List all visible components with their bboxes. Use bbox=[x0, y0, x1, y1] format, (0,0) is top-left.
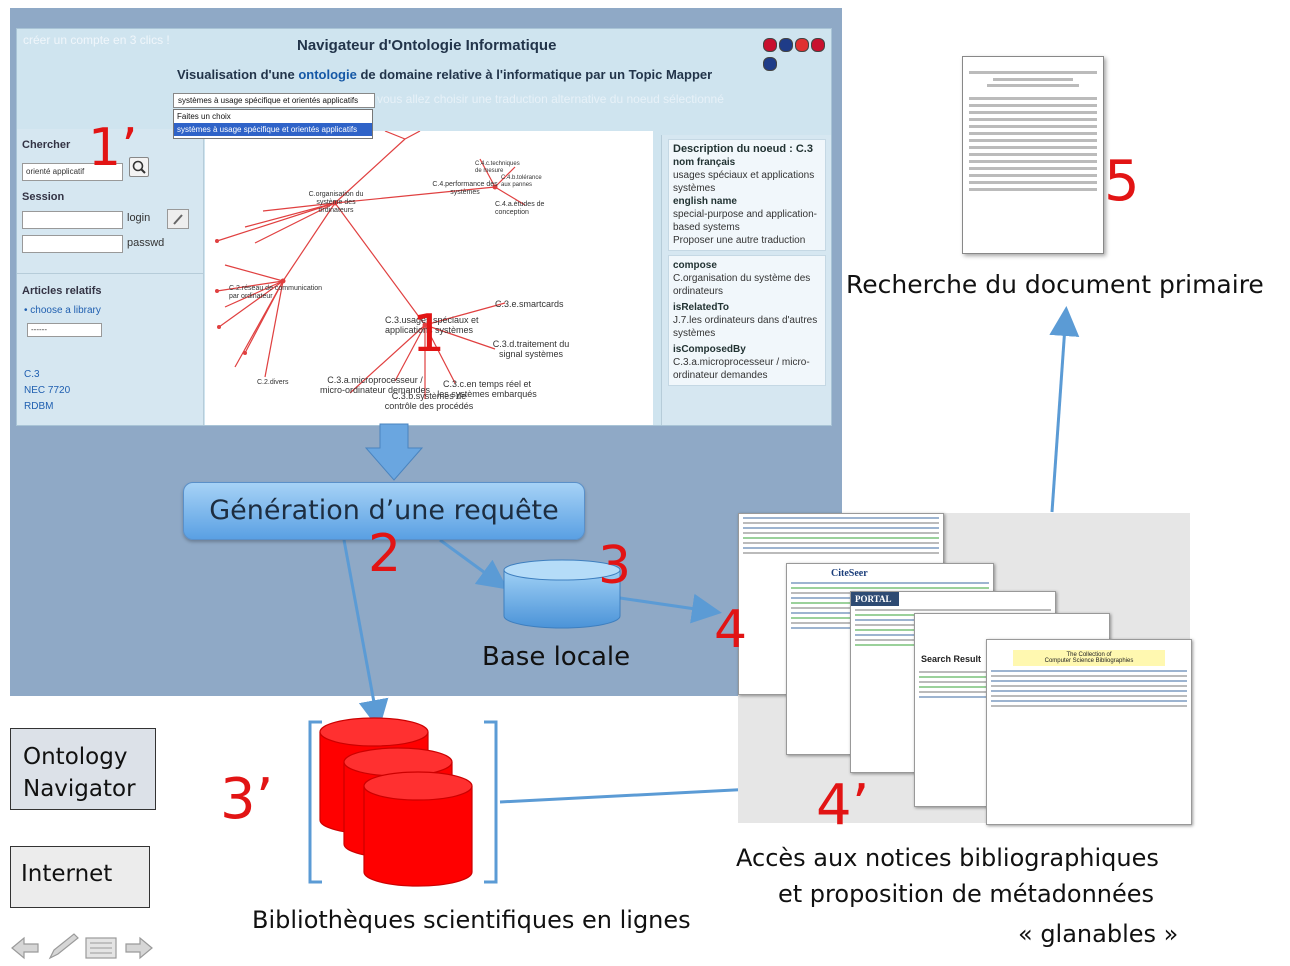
articles-label: Articles relatifs bbox=[22, 285, 102, 297]
legend-internet: Internet bbox=[10, 846, 150, 908]
previous-icon[interactable] bbox=[11, 936, 39, 960]
local-db-caption: Base locale bbox=[482, 642, 631, 672]
password-field[interactable] bbox=[22, 235, 123, 253]
navigator-subtitle: Visualisation d'une ontologie de domaine… bbox=[177, 67, 713, 82]
graph-node[interactable]: C.3.c.en temps réel et les systèmes emba… bbox=[437, 379, 537, 399]
primary-doc-caption: Recherche du document primaire bbox=[846, 270, 1264, 299]
graph-node[interactable]: C.4.b.tolérance aux pannes bbox=[501, 175, 542, 188]
graph-node[interactable]: C.3.usages spéciaux et applications syst… bbox=[385, 315, 479, 335]
flag-icon[interactable] bbox=[779, 38, 793, 52]
translation-dropdown[interactable]: Faites un choix systèmes à usage spécifi… bbox=[173, 109, 373, 139]
graph-node[interactable]: C.2.réseau de communication par ordinate… bbox=[229, 285, 322, 300]
slide-nav-bar bbox=[8, 932, 158, 966]
search-label: Chercher bbox=[22, 139, 71, 151]
navigator-header: créer un compte en 3 clics ! Navigateur … bbox=[17, 29, 831, 99]
step-5-label: 5 bbox=[1104, 149, 1140, 214]
key-icon bbox=[173, 214, 183, 225]
relations-box: compose C.organisation du système des or… bbox=[668, 255, 826, 386]
search-input[interactable]: orienté applicatif bbox=[22, 163, 123, 181]
graph-node[interactable]: C.3.a.microprocesseur / micro-ordinateur… bbox=[319, 375, 431, 395]
flag-icon[interactable] bbox=[763, 57, 777, 71]
article-links: C.3 NEC 7720 RDBM bbox=[24, 367, 70, 415]
graph-node[interactable]: C.2.divers bbox=[257, 379, 289, 386]
bib-access-line1: Accès aux notices bibliographiques bbox=[736, 844, 1159, 872]
description-panel: Description du noeud : C.3 nom français … bbox=[661, 135, 831, 425]
article-link[interactable]: C.3 bbox=[24, 369, 40, 380]
left-panel: Chercher orienté applicatif Session logi… bbox=[17, 129, 204, 425]
online-libraries-caption: Bibliothèques scientifiques en lignes bbox=[252, 906, 691, 934]
step-1-label: 1 bbox=[412, 304, 446, 364]
graph-node[interactable]: C.3.d.traitement du signal systèmes bbox=[492, 339, 570, 359]
is-related-label: isRelatedTo bbox=[673, 302, 729, 313]
step-1prime-label: 1’ bbox=[88, 118, 138, 178]
navigator-screenshot: créer un compte en 3 clics ! Navigateur … bbox=[16, 28, 832, 426]
graph-node[interactable]: C.3.e.smartcards bbox=[495, 299, 564, 309]
translation-hint: vous allez choisir une traduction altern… bbox=[377, 92, 724, 106]
libraries-databases-icon bbox=[319, 717, 473, 887]
divider bbox=[17, 273, 203, 274]
bib-access-line3: « glanables » bbox=[1018, 920, 1179, 948]
database-icon bbox=[503, 559, 621, 629]
generate-query-box: Génération d’une requête bbox=[183, 482, 585, 540]
menu-icon[interactable] bbox=[85, 937, 117, 959]
step-3-label: 3 bbox=[598, 536, 632, 596]
portal-logo: PORTAL bbox=[851, 592, 899, 606]
step-4prime-label: 4’ bbox=[816, 773, 870, 838]
legend-ontology-navigator: Ontology Navigator bbox=[10, 728, 156, 810]
search-button[interactable] bbox=[129, 157, 149, 177]
password-label: passwd bbox=[127, 237, 165, 249]
create-account-link[interactable]: créer un compte en 3 clics ! bbox=[23, 33, 170, 47]
login-button[interactable] bbox=[167, 209, 189, 229]
graph-node[interactable]: C.4.a.études de conception bbox=[495, 201, 545, 216]
nom-francais-label: nom français bbox=[673, 157, 736, 168]
compose-value[interactable]: C.organisation du système des ordinateur… bbox=[673, 273, 811, 297]
flag-icon[interactable] bbox=[763, 38, 777, 52]
is-related-value[interactable]: J.7.les ordinateurs dans d'autres systèm… bbox=[673, 315, 818, 339]
dropdown-option[interactable]: Faites un choix bbox=[177, 112, 231, 121]
navigator-title: Navigateur d'Ontologie Informatique bbox=[297, 37, 557, 54]
english-name-value: special-purpose and application-based sy… bbox=[673, 209, 817, 233]
bib-access-line2: et proposition de métadonnées bbox=[778, 880, 1155, 908]
english-name-label: english name bbox=[673, 196, 737, 207]
graph-node[interactable]: C.4.performance des systèmes bbox=[432, 181, 498, 196]
ontology-graph[interactable]: C.organisation du système des ordinateur… bbox=[205, 131, 653, 425]
propose-translation-link[interactable]: Proposer une autre traduction bbox=[673, 235, 806, 246]
pen-icon[interactable] bbox=[48, 933, 79, 960]
flag-icon[interactable] bbox=[795, 38, 809, 52]
graph-node[interactable]: C.organisation du système des ordinateur… bbox=[308, 191, 364, 214]
step-2-label: 2 bbox=[368, 524, 402, 584]
login-label: login bbox=[127, 212, 151, 224]
login-field[interactable] bbox=[22, 211, 123, 229]
article-link[interactable]: RDBM bbox=[24, 401, 54, 412]
nom-francais-value: usages spéciaux et applications systèmes bbox=[673, 170, 815, 194]
article-link[interactable]: NEC 7720 bbox=[24, 385, 71, 396]
search-result-title: Search Result bbox=[921, 654, 982, 664]
library-select[interactable]: ------ bbox=[27, 323, 102, 337]
language-flags bbox=[763, 37, 831, 75]
search-icon bbox=[132, 160, 146, 174]
graph-node[interactable]: C.4.c.techniques de mesure bbox=[475, 161, 520, 174]
graph-edges bbox=[215, 131, 526, 399]
next-icon[interactable] bbox=[125, 936, 153, 960]
primary-document-thumbnail bbox=[962, 56, 1104, 254]
step-3prime-label: 3’ bbox=[220, 767, 274, 832]
compose-label: compose bbox=[673, 260, 717, 271]
dropdown-option-selected[interactable]: systèmes à usage spécifique et orientés … bbox=[174, 123, 372, 136]
session-label: Session bbox=[22, 191, 65, 203]
citeseer-logo: CiteSeer bbox=[831, 568, 868, 579]
step-4-label: 4 bbox=[714, 600, 748, 660]
flag-icon[interactable] bbox=[811, 38, 825, 52]
description-title: Description du noeud : C.3 bbox=[673, 143, 813, 155]
bibliographic-screenshots: CiteSeer PORTAL Search Result The Collec… bbox=[738, 513, 1192, 825]
is-composed-value[interactable]: C.3.a.microprocesseur / micro-ordinateur… bbox=[673, 357, 810, 381]
choose-library-link[interactable]: • choose a library bbox=[24, 305, 101, 316]
is-composed-label: isComposedBy bbox=[673, 344, 746, 355]
description-box: Description du noeud : C.3 nom français … bbox=[668, 139, 826, 251]
translation-select[interactable]: systèmes à usage spécifique et orientés … bbox=[173, 93, 375, 108]
graph-node[interactable]: C.3.b.systèmes de contrôle des procédés bbox=[384, 391, 474, 411]
